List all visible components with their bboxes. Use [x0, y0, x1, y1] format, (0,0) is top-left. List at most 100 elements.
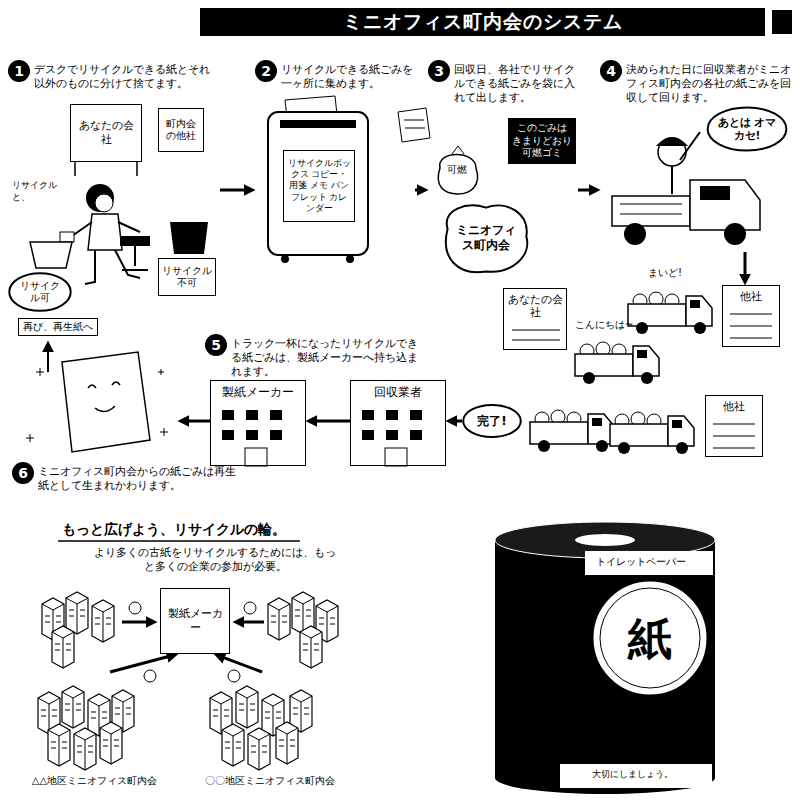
- office-building: [222, 724, 244, 766]
- recycled-paper: [26, 368, 168, 442]
- office-worker: [120, 236, 150, 246]
- office-worker: [72, 222, 140, 236]
- collection-truck: [656, 137, 688, 146]
- step-panel: 4決められた日に回収業者がミニオフィス町内会の各社の紙ごみを回収して回ります。あ…: [600, 60, 792, 252]
- label-box: 町内会の他社: [158, 108, 204, 152]
- product-logo: 紙: [628, 610, 672, 667]
- flow-arrow: [578, 189, 591, 192]
- toilet-paper-roll: [560, 764, 712, 788]
- step-caption: リサイクルできる紙ごみを一ヶ所に集めます。: [281, 60, 415, 90]
- collection-truck: [624, 223, 646, 245]
- section-text: より多くの古紙をリサイクルするためには、もっと多くの企業の参加が必要。: [90, 546, 340, 573]
- garbage-bags: [452, 146, 464, 154]
- speech-bubble: あとは オマカセ!: [706, 106, 788, 152]
- notice-box: このごみは きまりどおり 可燃ゴミ: [508, 118, 576, 164]
- building-windows: [410, 430, 422, 440]
- bubble-outline: [708, 107, 787, 150]
- node-text: このごみは きまりどおり 可燃ゴミ: [512, 122, 572, 159]
- step-caption: トラック一杯になったリサイクルできる紙ごみは、製紙メーカーへ持ち込まれます。: [231, 334, 427, 378]
- building-windows: [512, 314, 772, 448]
- step-number: 3: [428, 60, 450, 82]
- office-worker: [170, 222, 208, 254]
- office-worker: [75, 162, 137, 176]
- node-text: リサイクルボックス コピー・用箋 メモ パンフレット カレンダー: [287, 158, 351, 214]
- garbage-bags: [398, 108, 478, 194]
- building-name: 回収業者: [372, 385, 424, 399]
- truck: [628, 292, 712, 334]
- node-text: 製紙メーカー: [164, 607, 226, 635]
- office-worker: [86, 184, 114, 212]
- node-text: △△地区ミニオフィス町内会: [32, 774, 157, 788]
- district-group: 〇〇地区ミニオフィス町内会: [195, 672, 345, 790]
- office-worker: [30, 242, 72, 268]
- toilet-paper-roll: [600, 588, 700, 688]
- node-text: 再び、再生紙へ: [18, 318, 98, 336]
- toilet-paper-roll: [495, 540, 715, 794]
- section-underline: [58, 541, 300, 542]
- collection-truck: [672, 132, 700, 194]
- office-building: [48, 724, 70, 766]
- step-caption: ミニオフィス町内会からの紙ごみは再生紙として生まれかわります。: [38, 462, 240, 492]
- paper-panel: 再び、再生紙へ: [18, 318, 178, 458]
- office-worker: [85, 250, 140, 284]
- step-number: 4: [600, 60, 622, 82]
- node-text: リサイクル可: [17, 280, 63, 305]
- recycle-bin: [346, 255, 354, 263]
- bubble-outline: [9, 273, 70, 311]
- office-building: [276, 722, 298, 764]
- building: 製紙メーカー: [210, 380, 306, 466]
- speech-text: リサイクルと、: [12, 180, 62, 203]
- truck: [610, 412, 694, 454]
- step-number: 5: [205, 334, 227, 356]
- office-worker: [88, 214, 122, 250]
- office-building: [62, 686, 84, 728]
- building-name: あなたの会社: [504, 293, 566, 319]
- truck: [530, 410, 614, 452]
- step-number: 6: [12, 462, 34, 484]
- speech-bubble: 完了!: [462, 404, 522, 438]
- flow-arrow: [315, 420, 350, 423]
- step-panel: 6ミニオフィス町内会からの紙ごみは再生紙として生まれかわります。: [12, 462, 240, 502]
- garbage-bags: [398, 108, 430, 142]
- step-number: 1: [8, 60, 30, 82]
- building: 回収業者: [350, 380, 446, 466]
- label-box: リサイクル不可: [158, 258, 216, 296]
- step-panel: 5トラック一杯になったリサイクルできる紙ごみは、製紙メーカーへ持ち込まれます。: [205, 334, 427, 378]
- building-name: 製紙メーカー: [220, 385, 296, 399]
- flow-arrow: [744, 252, 747, 276]
- step-caption: 回収日、各社でリサイクルできる紙ごみを袋に入れて出します。: [454, 60, 578, 104]
- toilet-paper-roll: [592, 580, 708, 696]
- office-building: [236, 686, 258, 728]
- recycle-bin: [281, 255, 289, 263]
- building-windows: [362, 430, 374, 440]
- collection-truck: [690, 180, 760, 230]
- title-band: ミニオフィス町内会のシステム: [200, 8, 765, 36]
- label-box: 製紙メーカー: [160, 588, 230, 654]
- recycle-bin: [280, 120, 356, 128]
- node-text: あなたの会社: [74, 119, 138, 147]
- recycled-paper: [62, 352, 150, 452]
- office-building: [66, 592, 88, 634]
- section-heading: もっと広げよう、リサイクルの輪。: [62, 520, 286, 538]
- product-text: トイレットペーパー: [596, 555, 686, 568]
- truck: [575, 342, 659, 384]
- building-windows: [246, 430, 258, 440]
- building-name: 他社: [738, 290, 764, 304]
- network-arrows: [244, 602, 256, 614]
- district-group: △△地区ミニオフィス町内会: [22, 672, 167, 790]
- node-text: 完了!: [477, 414, 506, 429]
- node-text: ミニオフィス町内会: [452, 223, 520, 253]
- collection-truck: [724, 223, 746, 245]
- collection-truck: [620, 204, 682, 214]
- building-windows: [245, 448, 267, 466]
- recycled-paper: [88, 382, 120, 412]
- toilet-paper-roll: [585, 551, 713, 575]
- bubble-outline: [463, 405, 521, 437]
- recycled-paper: [26, 350, 168, 452]
- office-building: [248, 728, 270, 770]
- flow-arrow: [222, 657, 262, 672]
- building-windows: [270, 430, 282, 440]
- building-windows: [362, 410, 374, 420]
- node-text: あとは オマカセ!: [715, 116, 779, 142]
